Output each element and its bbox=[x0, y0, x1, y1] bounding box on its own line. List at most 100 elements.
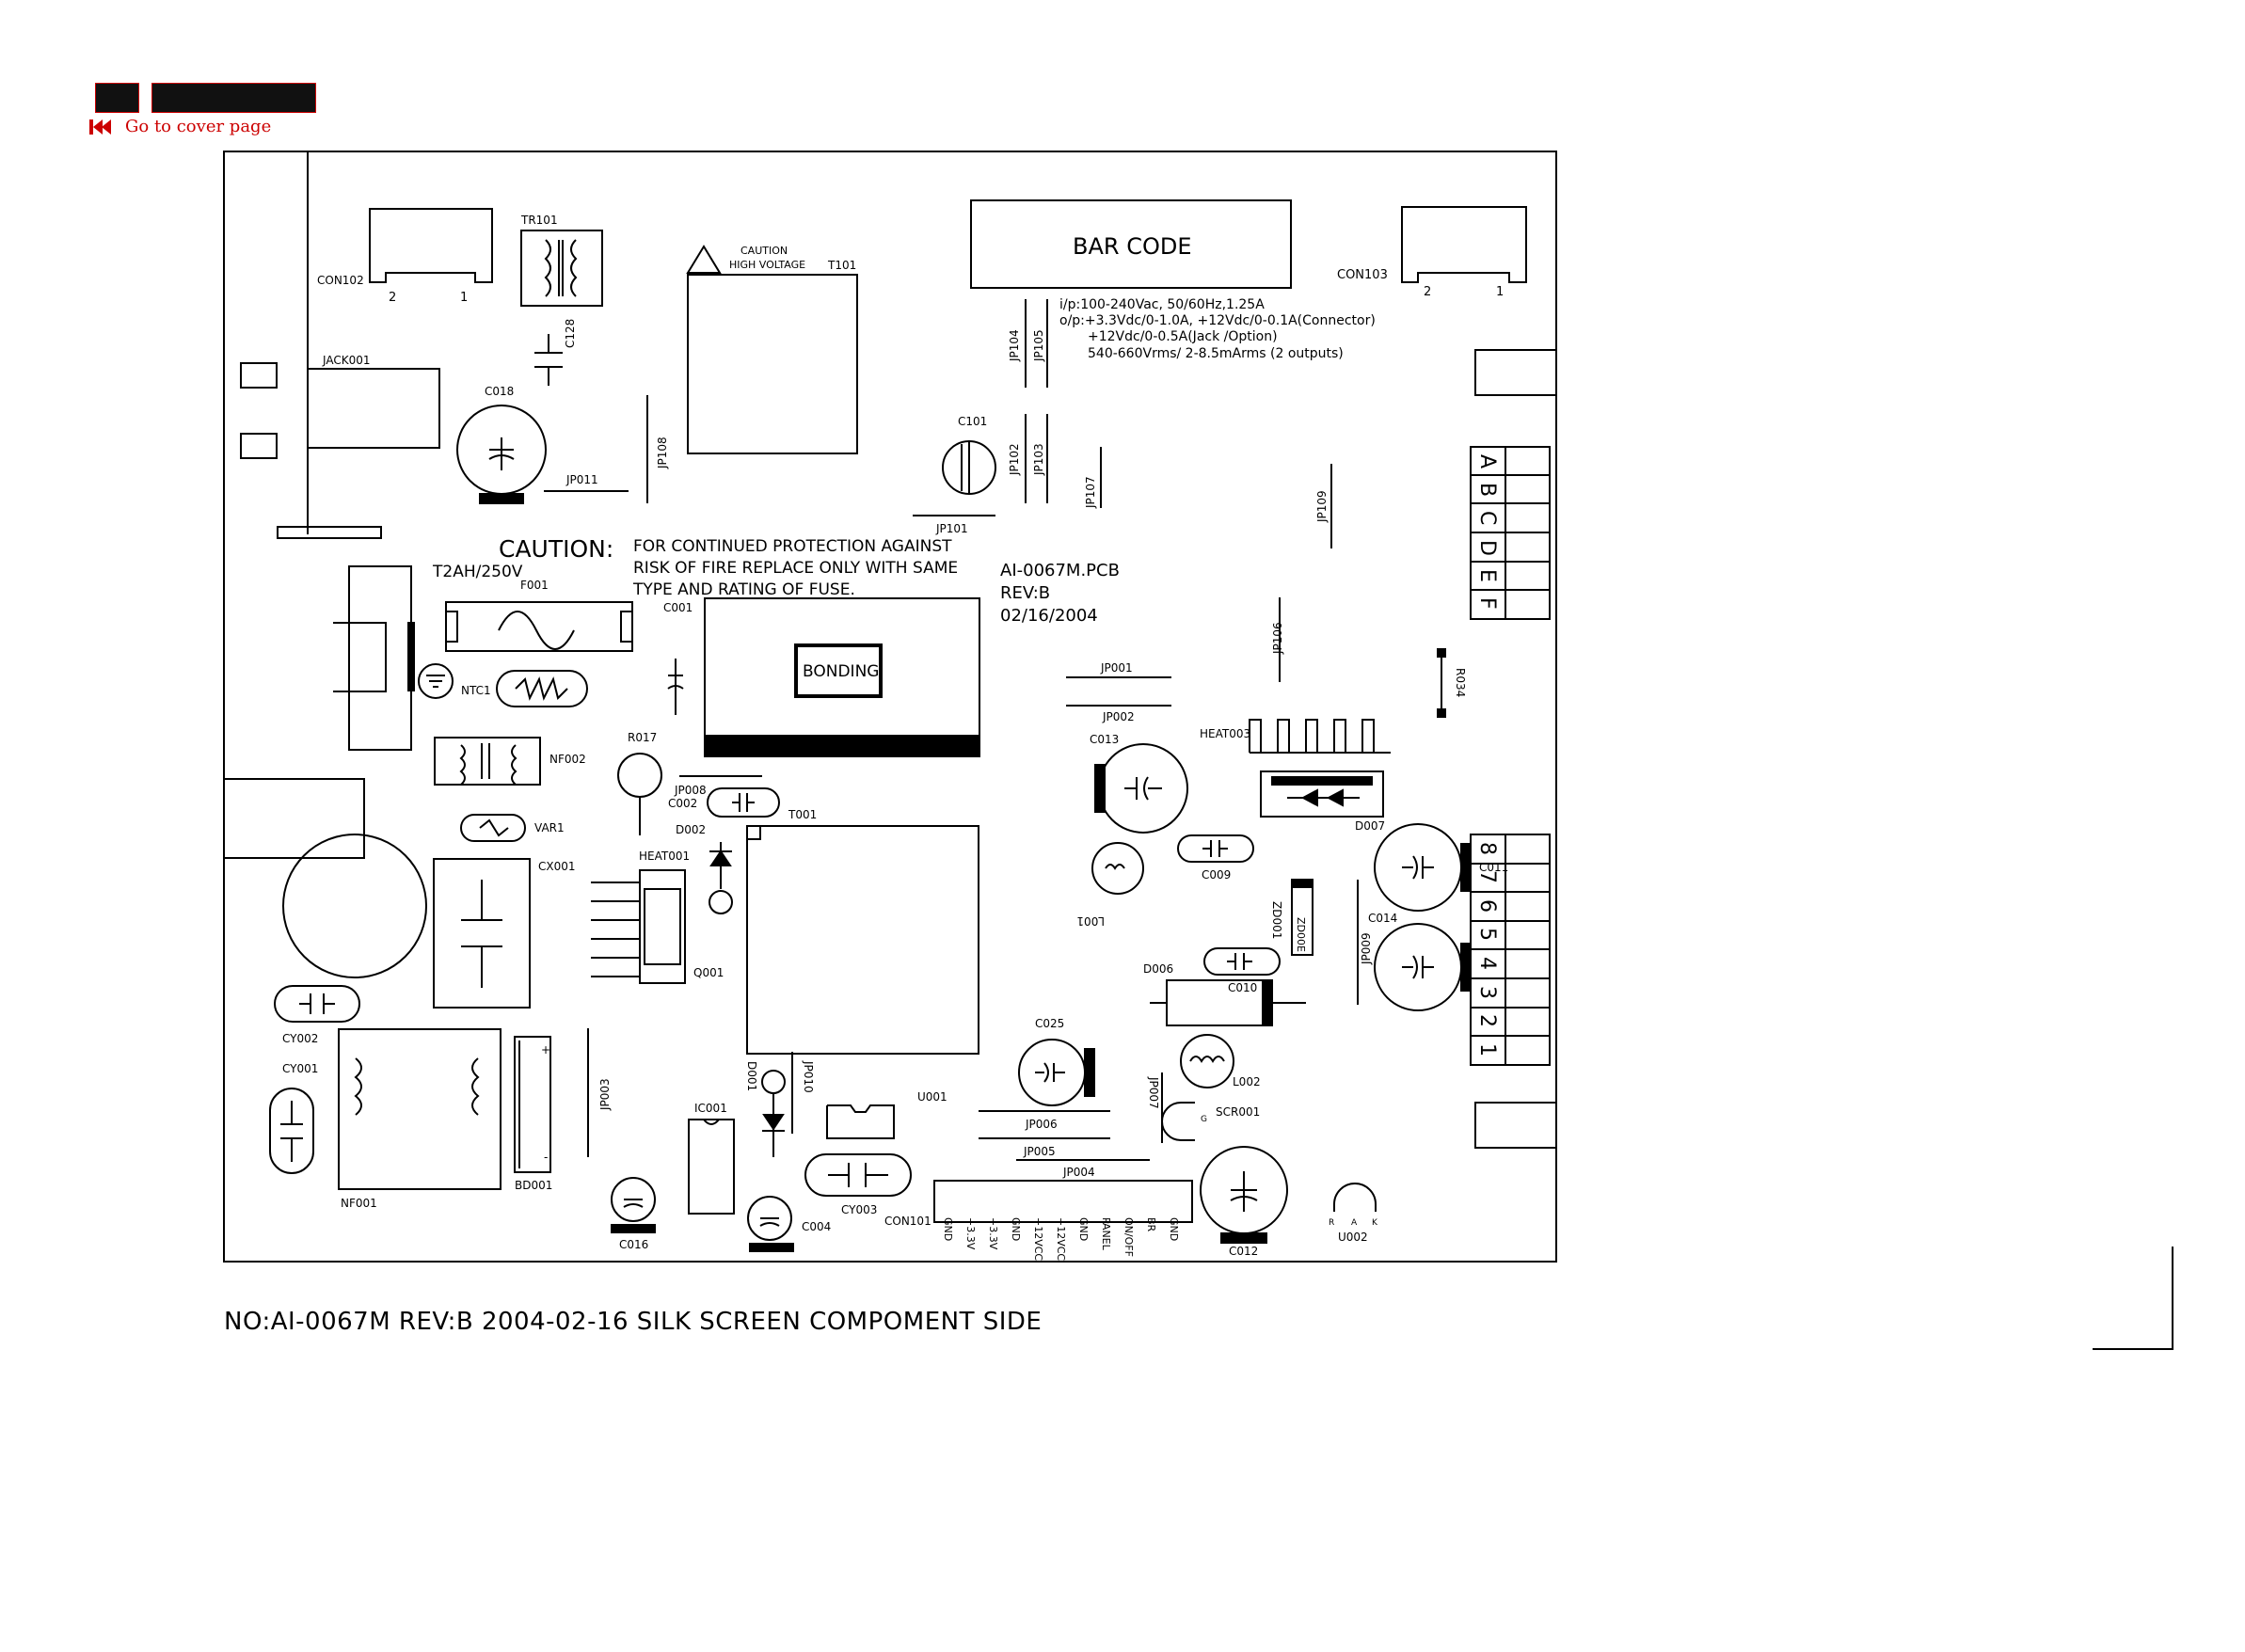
svg-text:C128: C128 bbox=[564, 319, 577, 348]
u001-chip: U001 bbox=[826, 1090, 947, 1139]
svg-text:VAR1: VAR1 bbox=[534, 821, 565, 834]
svg-text:GND: GND bbox=[1010, 1217, 1022, 1241]
nf002-filter: NF002 bbox=[434, 737, 586, 786]
c025-capacitor: C025 bbox=[1018, 1017, 1095, 1106]
con101-connector[interactable]: CON101 GND +3.3V +3.3V GND +12VCC +12VCC… bbox=[884, 1180, 1193, 1261]
svg-text:C002: C002 bbox=[668, 797, 697, 810]
heat003-heatsink: HEAT003 bbox=[1200, 719, 1391, 818]
c014-capacitor: C014 bbox=[1368, 912, 1472, 1011]
svg-text:K: K bbox=[1372, 1218, 1378, 1228]
svg-text:JP009: JP009 bbox=[1360, 932, 1373, 965]
t001-transformer: T001 bbox=[746, 808, 979, 1055]
svg-text:BONDING: BONDING bbox=[803, 662, 879, 681]
cy002-capacitor: CY002 bbox=[274, 985, 360, 1045]
d001-diode: D001 bbox=[745, 1061, 786, 1157]
svg-text:ON/OFF: ON/OFF bbox=[1122, 1217, 1135, 1257]
svg-text:HEAT003: HEAT003 bbox=[1200, 727, 1250, 740]
svg-text:BD001: BD001 bbox=[515, 1179, 552, 1192]
svg-text:JP109: JP109 bbox=[1315, 490, 1329, 523]
jp001-jumper: JP001 bbox=[1066, 661, 1171, 678]
svg-text:G: G bbox=[1201, 1115, 1207, 1124]
ntc1-thermistor: NTC1 bbox=[461, 670, 588, 707]
svg-text:CAUTION: CAUTION bbox=[740, 245, 788, 257]
l001-inductor: L001 bbox=[1076, 842, 1144, 928]
jp106-jumper: JP106 bbox=[1271, 597, 1284, 682]
jp007-jumper: JP007 bbox=[1147, 1072, 1163, 1143]
svg-text:T2AH/250V: T2AH/250V bbox=[432, 563, 523, 581]
svg-text:C101: C101 bbox=[958, 415, 987, 428]
bonding-transformer: BONDING bbox=[704, 597, 980, 757]
u002-receiver: R A K U002 bbox=[1329, 1183, 1378, 1244]
jp009-jumper: JP009 bbox=[1357, 880, 1373, 1005]
svg-text:D002: D002 bbox=[676, 823, 706, 836]
svg-text:L002: L002 bbox=[1233, 1075, 1261, 1088]
jp011-jumper: JP011 bbox=[544, 473, 629, 492]
d006-diode: D006 bbox=[1143, 962, 1306, 1026]
svg-text:JP010: JP010 bbox=[802, 1060, 815, 1093]
svg-text:4: 4 bbox=[1475, 957, 1499, 970]
jp102-jumper: JP102 bbox=[1008, 414, 1027, 503]
svg-text:D: D bbox=[1475, 540, 1499, 556]
svg-text:2: 2 bbox=[389, 291, 396, 305]
svg-text:JP001: JP001 bbox=[1100, 661, 1133, 675]
svg-text:U001: U001 bbox=[917, 1090, 947, 1104]
svg-text:JP006: JP006 bbox=[1025, 1118, 1058, 1131]
svg-text:i/p:100-240Vac, 50/60Hz,1.25A: i/p:100-240Vac, 50/60Hz,1.25A bbox=[1059, 297, 1265, 312]
cy001-capacitor: CY001 bbox=[269, 1062, 318, 1174]
c004-capacitor: C004 bbox=[747, 1196, 831, 1252]
jp103-jumper: JP103 bbox=[1032, 414, 1048, 503]
header-page-box bbox=[95, 83, 139, 113]
c128-capacitor: C128 bbox=[534, 319, 577, 386]
svg-text:CON102: CON102 bbox=[317, 274, 364, 287]
ic001-chip: IC001 bbox=[688, 1102, 735, 1215]
svg-text:JP003: JP003 bbox=[598, 1078, 612, 1111]
svg-text:JP107: JP107 bbox=[1084, 476, 1097, 509]
svg-text:1: 1 bbox=[1475, 1043, 1499, 1056]
svg-text:D007: D007 bbox=[1355, 819, 1385, 833]
svg-text:SCR001: SCR001 bbox=[1216, 1105, 1260, 1119]
jp008-jumper: JP008 bbox=[674, 775, 762, 797]
svg-text:CY002: CY002 bbox=[282, 1032, 318, 1045]
svg-text:HEAT001: HEAT001 bbox=[639, 850, 690, 863]
svg-text:JP108: JP108 bbox=[656, 437, 669, 469]
c012-capacitor: C012 bbox=[1200, 1146, 1288, 1258]
drawing-title: NO:AI-0067M REV:B 2004-02-16 SILK SCREEN… bbox=[224, 1308, 1043, 1336]
svg-text:3: 3 bbox=[1475, 986, 1499, 999]
svg-text:CON101: CON101 bbox=[884, 1215, 931, 1228]
svg-text:CON103: CON103 bbox=[1337, 268, 1388, 282]
c016-capacitor: C016 bbox=[611, 1177, 656, 1251]
svg-text:NF001: NF001 bbox=[341, 1197, 377, 1210]
svg-text:IC001: IC001 bbox=[694, 1102, 727, 1115]
jp010-jumper: JP010 bbox=[791, 1052, 815, 1134]
c018-capacitor: C018 bbox=[456, 385, 547, 504]
con103-connector: CON103 2 1 bbox=[1337, 206, 1527, 299]
svg-text:2: 2 bbox=[1424, 285, 1431, 299]
svg-text:R017: R017 bbox=[628, 731, 657, 744]
svg-text:CX001: CX001 bbox=[538, 860, 576, 873]
scr001-thyristor: SCR001 G bbox=[1161, 1102, 1260, 1141]
svg-text:T101: T101 bbox=[827, 259, 856, 272]
svg-text:C010: C010 bbox=[1228, 981, 1257, 994]
svg-text:JP007: JP007 bbox=[1147, 1076, 1160, 1109]
jp005-jumper: JP005 bbox=[979, 1137, 1110, 1158]
svg-text:JP008: JP008 bbox=[674, 784, 707, 797]
svg-text:5: 5 bbox=[1475, 928, 1499, 941]
svg-text:CY001: CY001 bbox=[282, 1062, 318, 1075]
svg-text:+12VCC: +12VCC bbox=[1032, 1217, 1044, 1261]
svg-text:NF002: NF002 bbox=[549, 753, 586, 766]
svg-text:D006: D006 bbox=[1143, 962, 1173, 976]
jp109-jumper: JP109 bbox=[1315, 464, 1332, 548]
svg-text:T001: T001 bbox=[788, 808, 817, 821]
jp104-jumper: JP104 bbox=[1008, 299, 1027, 388]
svg-text:C001: C001 bbox=[663, 601, 693, 614]
svg-text:ZD00E: ZD00E bbox=[1295, 917, 1307, 952]
zd001-zener: ZD00E ZD001 bbox=[1270, 879, 1314, 956]
svg-text:o/p:+3.3Vdc/0-1.0A, +12Vdc/0-0: o/p:+3.3Vdc/0-1.0A, +12Vdc/0-0.1A(Connec… bbox=[1059, 313, 1376, 328]
bd001-bridge: + - BD001 bbox=[514, 1036, 552, 1192]
svg-text:C009: C009 bbox=[1202, 868, 1231, 882]
go-to-cover-link[interactable]: Go to cover page bbox=[89, 117, 271, 136]
svg-text:JP106: JP106 bbox=[1271, 622, 1284, 655]
jack001-connector: JACK001 bbox=[307, 354, 440, 449]
svg-text:GND: GND bbox=[1077, 1217, 1090, 1241]
